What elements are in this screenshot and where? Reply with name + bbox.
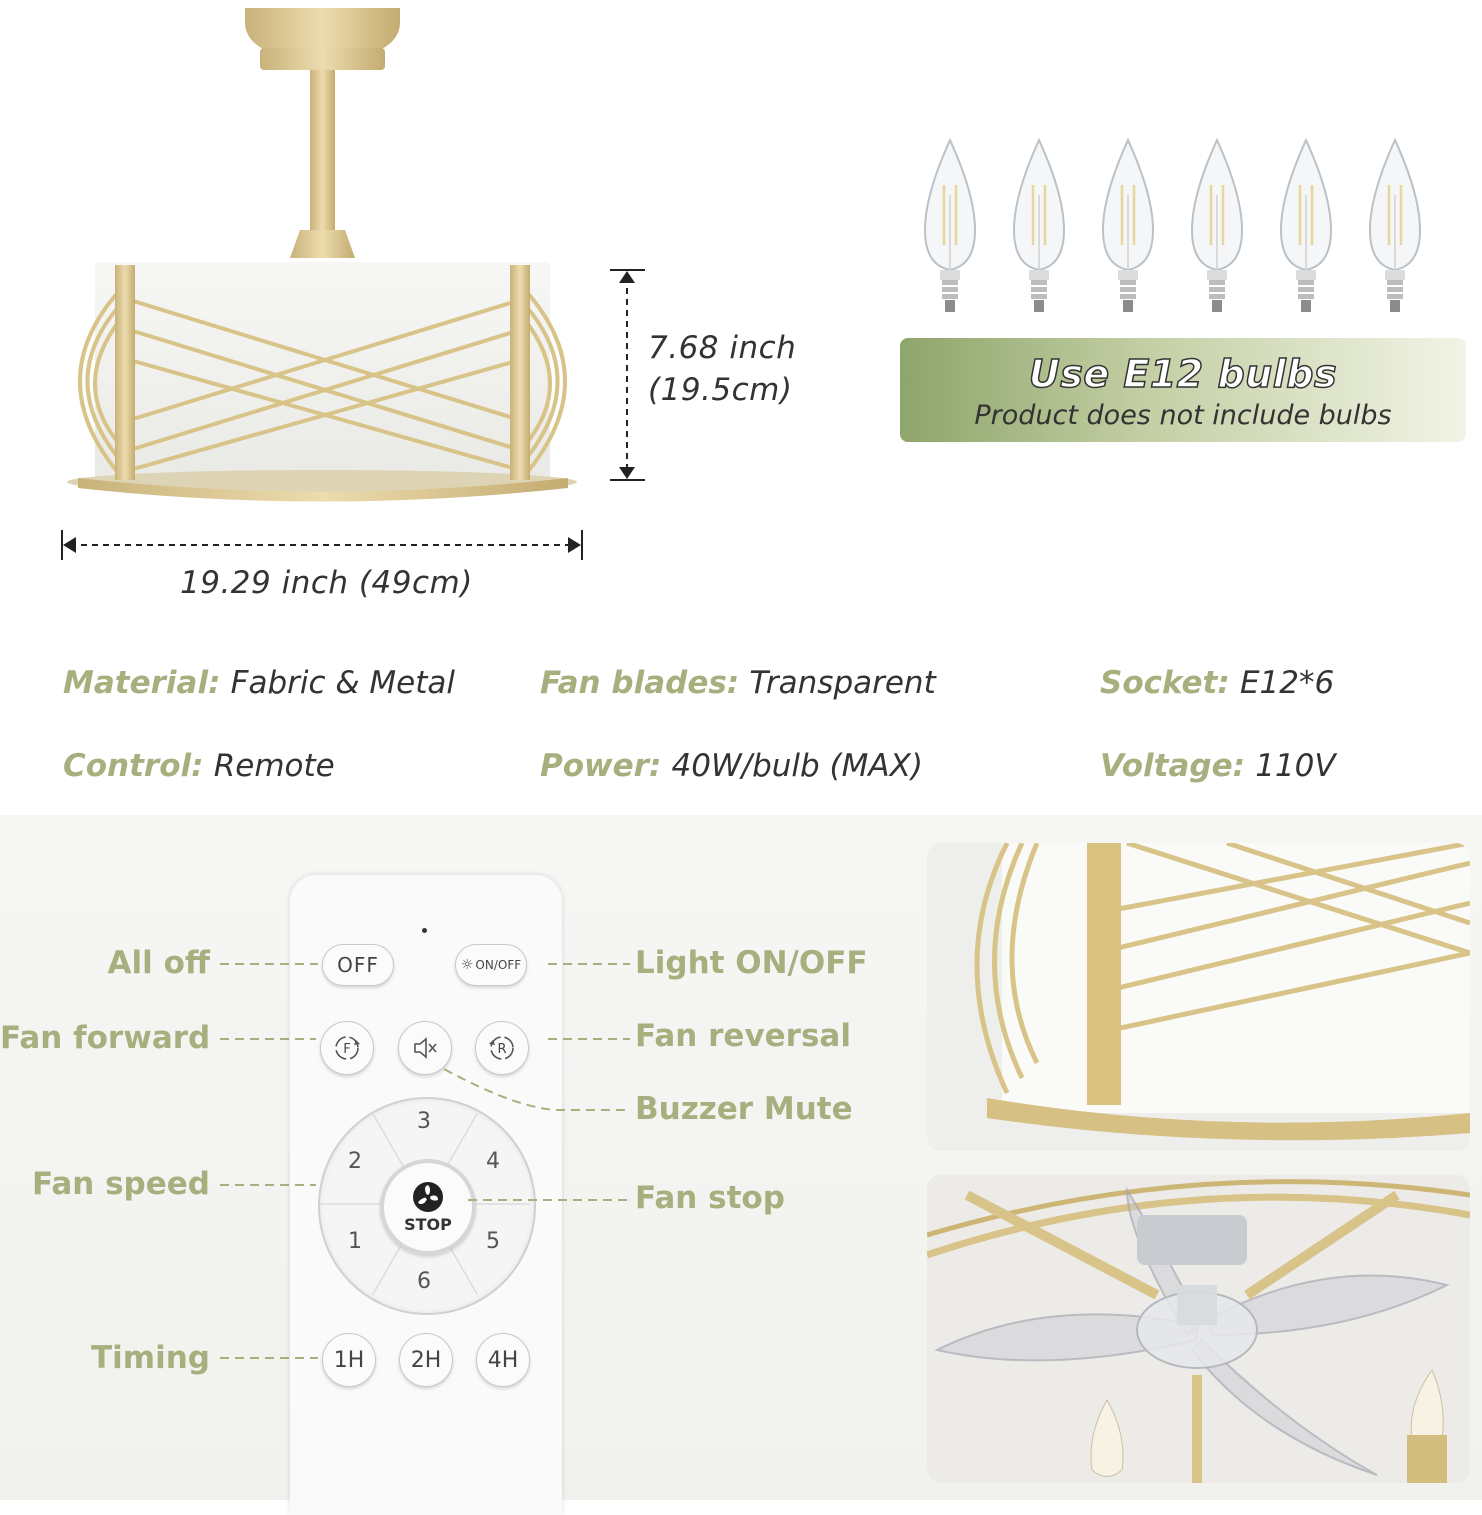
fan-underside-photo (927, 1175, 1470, 1483)
light-onoff-button[interactable]: ☼ON/OFF (455, 944, 527, 986)
label-timing: Timing (91, 1340, 210, 1376)
rotate-reverse-icon: R (489, 1036, 514, 1060)
label-all-off: All off (107, 945, 210, 981)
label-fan-forward: Fan forward (0, 1020, 211, 1056)
spec-control: Control: Remote (63, 748, 335, 784)
fan-icon (413, 1181, 443, 1212)
spec-value: Transparent (749, 665, 936, 701)
speed-6[interactable]: 6 (417, 1269, 431, 1294)
label-fan-speed: Fan speed (31, 1166, 210, 1202)
spec-power: Power: 40W/bulb (MAX) (540, 748, 923, 784)
height-inch-label: 7.68 inch (648, 330, 797, 366)
speed-1[interactable]: 1 (348, 1229, 362, 1254)
speaker-mute-icon (414, 1037, 437, 1059)
label-fan-stop: Fan stop (635, 1180, 785, 1216)
svg-text:R: R (497, 1042, 506, 1057)
onoff-button-label: ON/OFF (475, 958, 522, 972)
spec-label: Material: (63, 665, 221, 701)
speed-4[interactable]: 4 (486, 1149, 500, 1174)
shade-closeup-image (974, 843, 1470, 1141)
height-cm-label: (19.5cm) (648, 372, 793, 408)
fan-reverse-button[interactable]: R (475, 1021, 529, 1075)
svg-text:F: F (343, 1042, 350, 1057)
banner-subtitle: Product does not include bulbs (974, 400, 1392, 431)
fan-forward-button[interactable]: F (320, 1021, 374, 1075)
spec-voltage: Voltage: 110V (1100, 748, 1336, 784)
timer-label: 4H (487, 1347, 519, 1373)
spec-label: Power: (540, 748, 662, 784)
lightbulb-icon: ☼ (460, 957, 474, 973)
spec-value: Remote (213, 748, 335, 784)
rotate-forward-icon: F (335, 1036, 360, 1060)
timer-label: 2H (410, 1347, 442, 1373)
spec-value: 40W/bulb (MAX) (671, 748, 923, 784)
bulb-banner: Use E12 bulbs Product does not include b… (900, 338, 1466, 442)
timer-4h-button[interactable]: 4H (476, 1333, 530, 1387)
off-button[interactable]: OFF (322, 944, 394, 986)
spec-label: Fan blades: (540, 665, 740, 701)
speed-3[interactable]: 3 (417, 1109, 431, 1134)
spec-fan-blades: Fan blades: Transparent (540, 665, 936, 701)
spec-value: 110V (1255, 748, 1336, 784)
width-label: 19.29 inch (49cm) (180, 565, 473, 601)
speed-5[interactable]: 5 (486, 1229, 500, 1254)
fan-underside-image (927, 1175, 1470, 1483)
speed-2[interactable]: 2 (348, 1149, 362, 1174)
spec-label: Voltage: (1100, 748, 1246, 784)
spec-label: Socket: (1100, 665, 1230, 701)
label-light-onoff: Light ON/OFF (635, 945, 868, 981)
label-buzzer-mute: Buzzer Mute (635, 1091, 853, 1127)
timer-label: 1H (333, 1347, 365, 1373)
off-button-label: OFF (337, 953, 379, 977)
buzzer-mute-button[interactable] (398, 1021, 452, 1075)
remote-indicator-dot (422, 928, 427, 933)
height-dimension-arrow (610, 269, 645, 481)
spec-value: Fabric & Metal (230, 665, 456, 701)
width-dimension-arrow (61, 530, 583, 560)
timer-1h-button[interactable]: 1H (322, 1333, 376, 1387)
spec-socket: Socket: E12*6 (1100, 665, 1334, 701)
fan-stop-button[interactable]: STOP (380, 1159, 476, 1255)
shade-closeup-photo (927, 843, 1470, 1151)
stop-label: STOP (404, 1214, 452, 1234)
spec-label: Control: (63, 748, 204, 784)
callout-leader-lines (220, 963, 630, 1359)
spec-value: E12*6 (1239, 665, 1335, 701)
fan-product-illustration (67, 8, 577, 502)
label-fan-reversal: Fan reversal (635, 1018, 851, 1054)
e12-bulbs-row (923, 138, 1422, 314)
banner-title: Use E12 bulbs (1028, 351, 1338, 397)
spec-material: Material: Fabric & Metal (63, 665, 455, 701)
timer-2h-button[interactable]: 2H (399, 1333, 453, 1387)
